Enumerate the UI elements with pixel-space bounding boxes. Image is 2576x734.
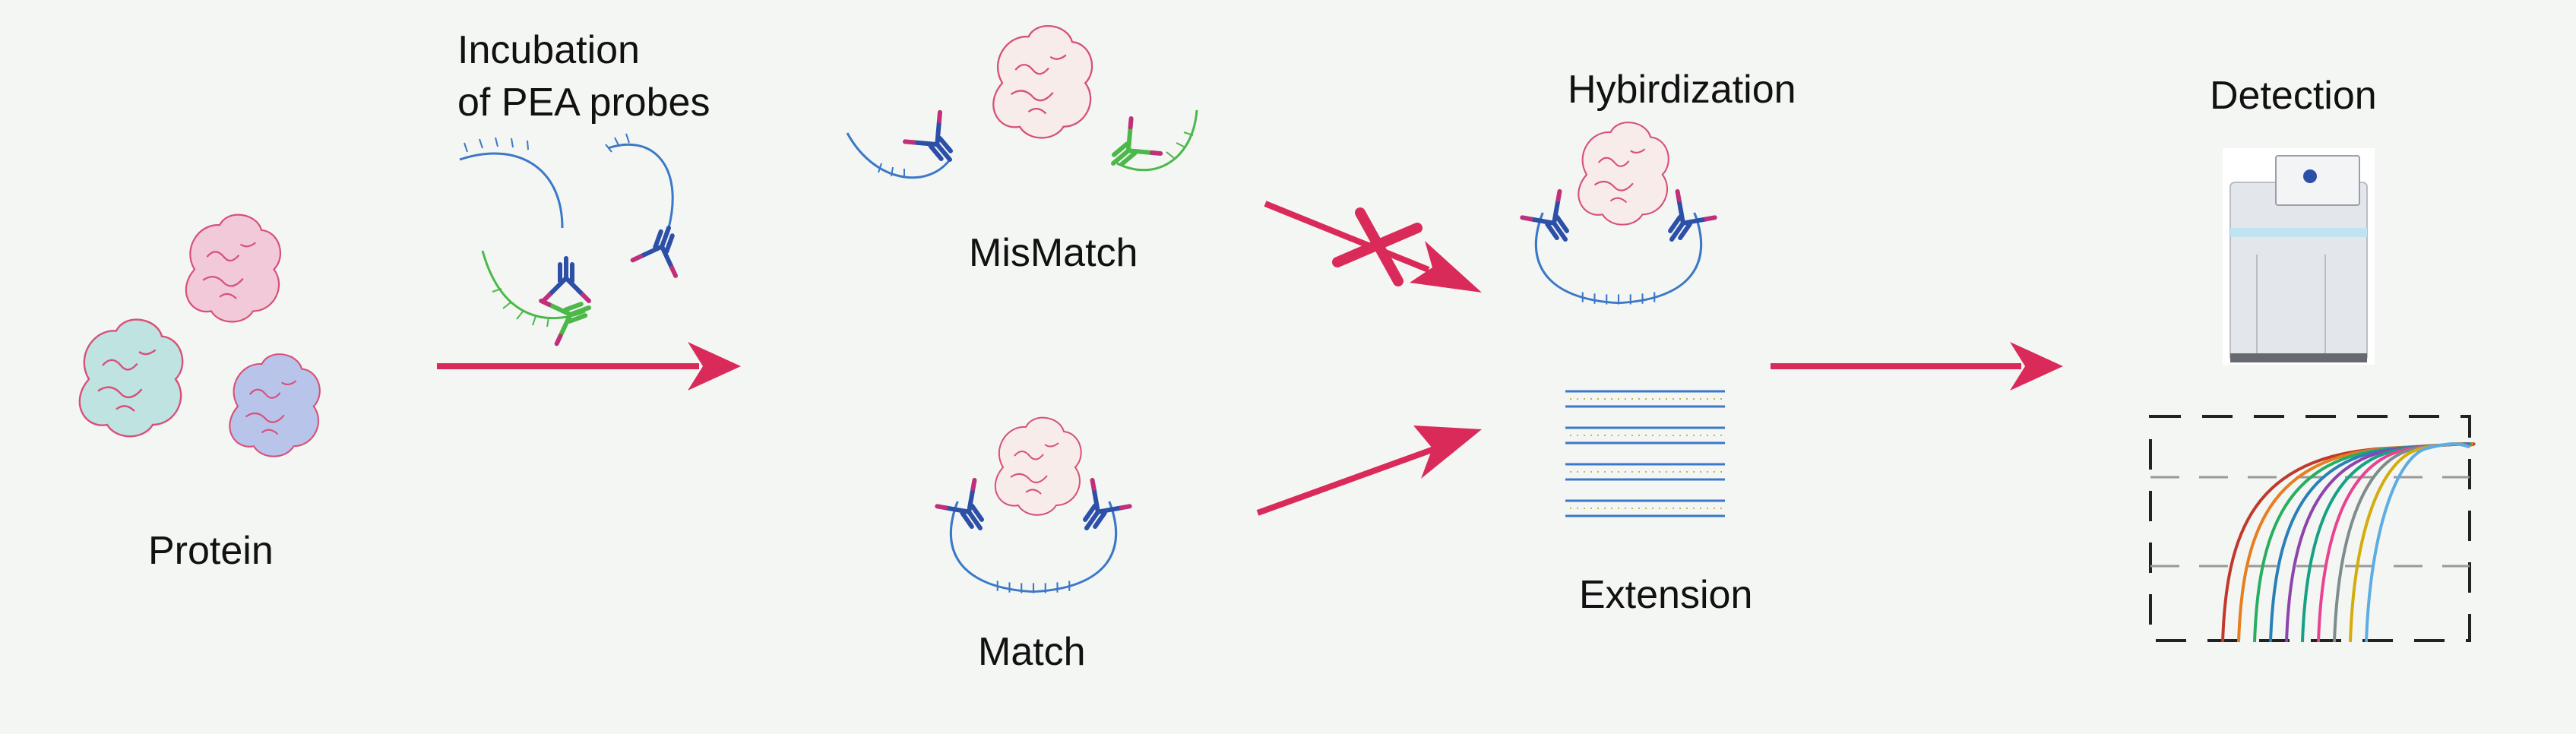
y-antibody-icon [633,220,691,276]
incubation-label: Incubation [457,28,640,72]
block-cross-icon [1332,207,1422,286]
protein-blob-icon [78,318,184,438]
y-antibody-icon [905,112,967,174]
protein-blob-icon [994,416,1082,516]
mismatch-illustration [846,24,1198,181]
y-antibody-icon [1099,119,1160,181]
arrow-match [1256,426,1482,516]
protein-blob-icon [1578,122,1669,226]
y-antibody-icon [937,480,998,541]
arrow-incubation [437,342,741,391]
protein-label: Protein [148,529,274,573]
pea-probes [459,133,691,343]
hybridization-illustration [1522,122,1714,306]
dna-duplex-icon [1565,390,1725,517]
y-antibody-icon [543,258,589,301]
protein-blob-icon [992,24,1093,139]
protein-blob-icon [229,353,321,457]
hybridization-label: Hybirdization [1568,68,1796,112]
amplification-curve [2221,442,2476,643]
y-antibody-icon [1522,191,1584,252]
detection-label: Detection [2210,74,2377,118]
match-illustration [937,416,1129,595]
arrow-to-detection [1771,342,2063,391]
protein-group [78,214,321,457]
match-label: Match [978,630,1086,674]
arrow-mismatch-blocked [1264,201,1482,293]
extension-label: Extension [1579,573,1752,617]
mismatch-label: MisMatch [969,231,1138,275]
protein-blob-icon [185,214,282,323]
amplification-curves-icon [2149,415,2476,643]
sequencer-instrument-icon [2223,148,2375,365]
incubation-label: of PEA probes [457,81,710,125]
amplification-curve [2365,442,2470,643]
